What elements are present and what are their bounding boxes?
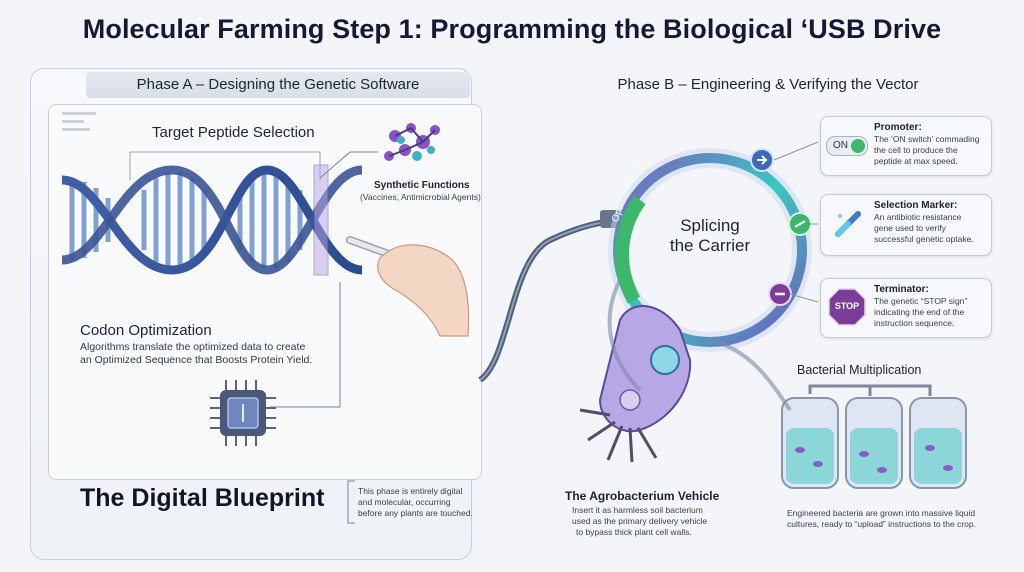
splicing-line-1: Splicing: [680, 216, 740, 235]
synthetic-functions-sub: (Vaccines, Antimicrobial Agents): [360, 192, 481, 202]
terminator-line-3: instruction sequence.: [874, 318, 955, 328]
agro-line-2: used as the primary delivery vehicle: [572, 516, 708, 526]
on-switch-toggle: ON: [826, 136, 868, 156]
synthetic-functions-label: Synthetic Functions: [374, 180, 470, 191]
bacterial-title: Bacterial Multiplication: [797, 363, 922, 377]
bacterial-line-2: cultures, ready to “upload” instructions…: [787, 519, 976, 529]
on-switch-label: ON: [833, 140, 848, 151]
screen-lines-decoration: [62, 112, 96, 131]
agrobacterium-icon: [579, 305, 692, 463]
marker-line-1: An antibiotic resistance: [874, 212, 962, 222]
hand-stylus-icon: [346, 236, 470, 337]
blueprint-bracket: [347, 480, 355, 524]
blueprint-line-1: This phase is entirely digital: [358, 486, 463, 496]
blueprint-line-2: and molecular, occurring: [358, 497, 451, 507]
codon-line-1: Algorithms translate the optimized data …: [80, 341, 306, 353]
codon-line-2: an Optimized Sequence that Boosts Protei…: [80, 354, 313, 366]
stop-sign-text: STOP: [834, 301, 860, 311]
promoter-line-3: peptide at max speed.: [874, 156, 958, 166]
bioreactor-tanks-icon: [781, 384, 967, 489]
stop-sign-icon: [828, 288, 866, 326]
peptide-molecule-icon: [384, 123, 440, 161]
data-cable: [478, 210, 624, 383]
splicing-line-2: the Carrier: [669, 236, 751, 255]
connector-line: [320, 151, 378, 179]
dna-helix-icon: [62, 164, 362, 276]
page-title: Molecular Farming Step 1: Programming th…: [82, 14, 942, 44]
codon-title: Codon Optimization: [80, 322, 212, 339]
blueprint-title: The Digital Blueprint: [80, 484, 325, 512]
bacterial-line-1: Engineered bacteria are grown into massi…: [787, 508, 976, 518]
marker-line-3: successful genetic optake.: [874, 234, 974, 244]
marker-link-icon: [788, 212, 812, 236]
toggle-knob: [851, 139, 865, 153]
phase-b-header: Phase B – Engineering & Verifying the Ve…: [617, 76, 919, 93]
terminator-title: Terminator:: [874, 284, 929, 295]
terminator-line-2: indicating the end of the: [874, 307, 965, 317]
transfer-flow-lines: [607, 280, 792, 412]
terminator-line-1: The genetic “STOP sign”: [874, 296, 968, 306]
target-peptide-label: Target Peptide Selection: [152, 124, 315, 141]
promoter-line-2: the cell to produce the: [874, 145, 958, 155]
agro-line-1: Insert it as harmless soil bacterium: [572, 505, 703, 515]
promoter-arrow-icon: [750, 148, 774, 172]
blueprint-line-3: before any plants are touched.: [358, 508, 473, 518]
test-tube-icon: [835, 211, 861, 237]
marker-title: Selection Marker:: [874, 200, 958, 211]
phase-a-tab: Phase A – Designing the Genetic Software: [86, 72, 470, 98]
callout-connectors: [773, 141, 819, 303]
agro-line-3: to bypass thick plant cell walls.: [576, 527, 692, 537]
promoter-title: Promoter:: [874, 122, 922, 133]
marker-line-2: gene used to verify: [874, 223, 946, 233]
microchip-icon: [210, 380, 276, 446]
agro-title: The Agrobacterium Vehicle: [565, 489, 720, 503]
promoter-line-1: The ‘ON switch’ commading: [874, 134, 980, 144]
chip-connector-line: [270, 282, 341, 408]
terminator-minus-icon: [768, 282, 792, 306]
